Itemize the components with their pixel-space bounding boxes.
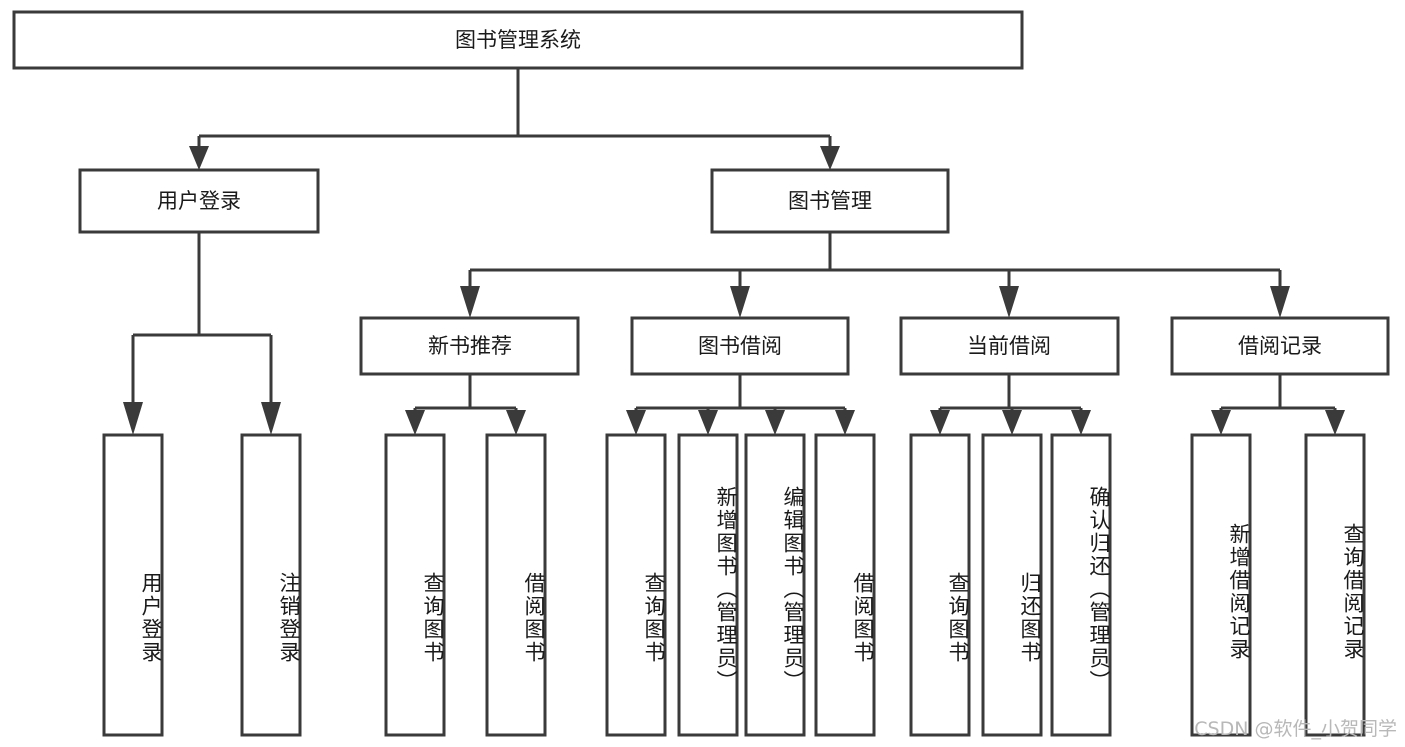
node-current-borrow-label: 当前借阅 bbox=[967, 334, 1051, 358]
node-l-add-record-box[interactable] bbox=[1190, 433, 1252, 737]
arrow-head-book-manage bbox=[820, 146, 840, 170]
node-leaf-user-logout-box[interactable] bbox=[240, 433, 302, 737]
node-book-borrow-box[interactable] bbox=[630, 316, 850, 376]
arrow-head-l-confirm-return bbox=[1071, 410, 1091, 435]
watermark-text: CSDN @软件_小贺同学 bbox=[1194, 718, 1397, 740]
node-l-query-record-box[interactable] bbox=[1304, 433, 1366, 737]
arrow-head-l-query-book-3 bbox=[930, 410, 950, 435]
node-l-edit-book-box[interactable] bbox=[744, 433, 806, 737]
arrow-head-l-borrow-book-2 bbox=[835, 410, 855, 435]
node-root[interactable]: 图书管理系统 bbox=[12, 10, 1024, 70]
arrow-head-current-borrow bbox=[999, 286, 1019, 318]
node-book-manage-label: 图书管理 bbox=[788, 189, 872, 213]
connector-layer bbox=[123, 68, 1345, 435]
node-l-query-book-1-box[interactable] bbox=[384, 433, 446, 737]
node-user-login-label: 用户登录 bbox=[157, 189, 241, 213]
node-l-confirm-return-box[interactable] bbox=[1050, 433, 1112, 737]
node-book-manage-box[interactable] bbox=[710, 168, 950, 234]
node-book-borrow-label: 图书借阅 bbox=[698, 334, 782, 358]
node-leaf-user-login-box[interactable] bbox=[102, 433, 164, 737]
node-book-manage[interactable]: 图书管理 bbox=[710, 168, 950, 234]
leaf-box-layer bbox=[102, 433, 1366, 737]
node-borrow-record-box[interactable] bbox=[1170, 316, 1390, 376]
node-new-book-rec[interactable]: 新书推荐 bbox=[359, 316, 580, 376]
node-l-query-book-3-box[interactable] bbox=[909, 433, 971, 737]
arrow-head-l-edit-book bbox=[765, 410, 785, 435]
node-book-borrow[interactable]: 图书借阅 bbox=[630, 316, 850, 376]
node-user-login-box[interactable] bbox=[78, 168, 320, 234]
arrow-head-leaf-user-logout bbox=[261, 402, 281, 435]
node-root-box[interactable] bbox=[12, 10, 1024, 70]
arrow-head-l-add-book bbox=[698, 410, 718, 435]
arrow-head-leaf-user-login bbox=[123, 402, 143, 435]
arrow-head-borrow-record bbox=[1270, 286, 1290, 318]
node-user-login[interactable]: 用户登录 bbox=[78, 168, 320, 234]
node-l-add-book-box[interactable] bbox=[677, 433, 739, 737]
node-borrow-record[interactable]: 借阅记录 bbox=[1170, 316, 1390, 376]
arrow-head-book-borrow bbox=[730, 286, 750, 318]
node-borrow-record-label: 借阅记录 bbox=[1238, 334, 1322, 358]
arrow-head-l-borrow-book-1 bbox=[506, 410, 526, 435]
arrow-head-new-book-rec bbox=[460, 286, 480, 318]
node-l-borrow-book-2-box[interactable] bbox=[814, 433, 876, 737]
node-l-return-book-box[interactable] bbox=[981, 433, 1043, 737]
node-l-borrow-book-1-box[interactable] bbox=[485, 433, 547, 737]
arrow-head-l-query-record bbox=[1325, 410, 1345, 435]
node-l-query-book-2-box[interactable] bbox=[605, 433, 667, 737]
arrow-head-l-add-record bbox=[1211, 410, 1231, 435]
node-root-label: 图书管理系统 bbox=[455, 28, 581, 52]
node-new-book-rec-box[interactable] bbox=[359, 316, 580, 376]
arrow-head-l-return-book bbox=[1002, 410, 1022, 435]
node-new-book-rec-label: 新书推荐 bbox=[428, 334, 512, 358]
node-current-borrow-box[interactable] bbox=[899, 316, 1120, 376]
arrow-head-user-login bbox=[189, 146, 209, 170]
node-current-borrow[interactable]: 当前借阅 bbox=[899, 316, 1120, 376]
arrow-head-l-query-book-2 bbox=[626, 410, 646, 435]
arrow-head-l-query-book-1 bbox=[405, 410, 425, 435]
